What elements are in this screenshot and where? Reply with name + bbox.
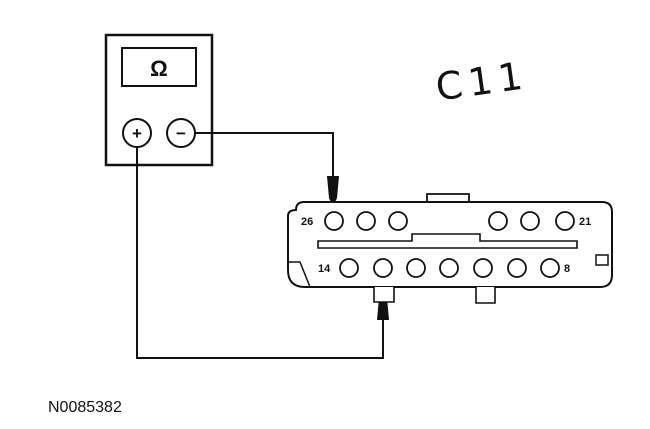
pin	[373, 258, 393, 278]
connector-key-rib	[317, 233, 578, 249]
connector-bottom-boss-left	[373, 287, 395, 303]
handwritten-annotation: C11	[433, 53, 531, 109]
top-pin-row	[324, 211, 575, 231]
pin	[439, 258, 459, 278]
pin	[473, 258, 493, 278]
negative-symbol: −	[176, 124, 186, 143]
pin-8	[540, 258, 560, 278]
pin	[406, 258, 426, 278]
positive-lead-wire	[136, 147, 384, 359]
pin	[520, 211, 540, 231]
pin-label-26: 26	[301, 216, 313, 228]
connector-bottom-boss-right	[475, 287, 496, 304]
pin	[507, 258, 527, 278]
pin	[388, 211, 408, 231]
pin-label-14: 14	[318, 263, 331, 275]
multimeter: Ω + −	[104, 33, 214, 167]
pin-26	[324, 211, 344, 231]
connector-c11: 26 21 14 8	[287, 193, 613, 304]
negative-lead-wire	[195, 132, 334, 178]
positive-symbol: +	[132, 124, 142, 143]
pin	[488, 211, 508, 231]
figure-code: N0085382	[48, 399, 122, 416]
connector-side-tab	[595, 254, 609, 266]
pin	[356, 211, 376, 231]
pin-label-21: 21	[579, 216, 591, 228]
bottom-pin-row	[339, 258, 560, 278]
pin-14	[339, 258, 359, 278]
pin-21	[555, 211, 575, 231]
ohm-symbol: Ω	[150, 56, 168, 81]
connector-cutout	[288, 261, 311, 288]
pin-label-8: 8	[564, 263, 570, 275]
negative-probe-tip	[327, 176, 339, 207]
connector-top-latch	[426, 193, 470, 202]
meter-display	[121, 47, 197, 87]
